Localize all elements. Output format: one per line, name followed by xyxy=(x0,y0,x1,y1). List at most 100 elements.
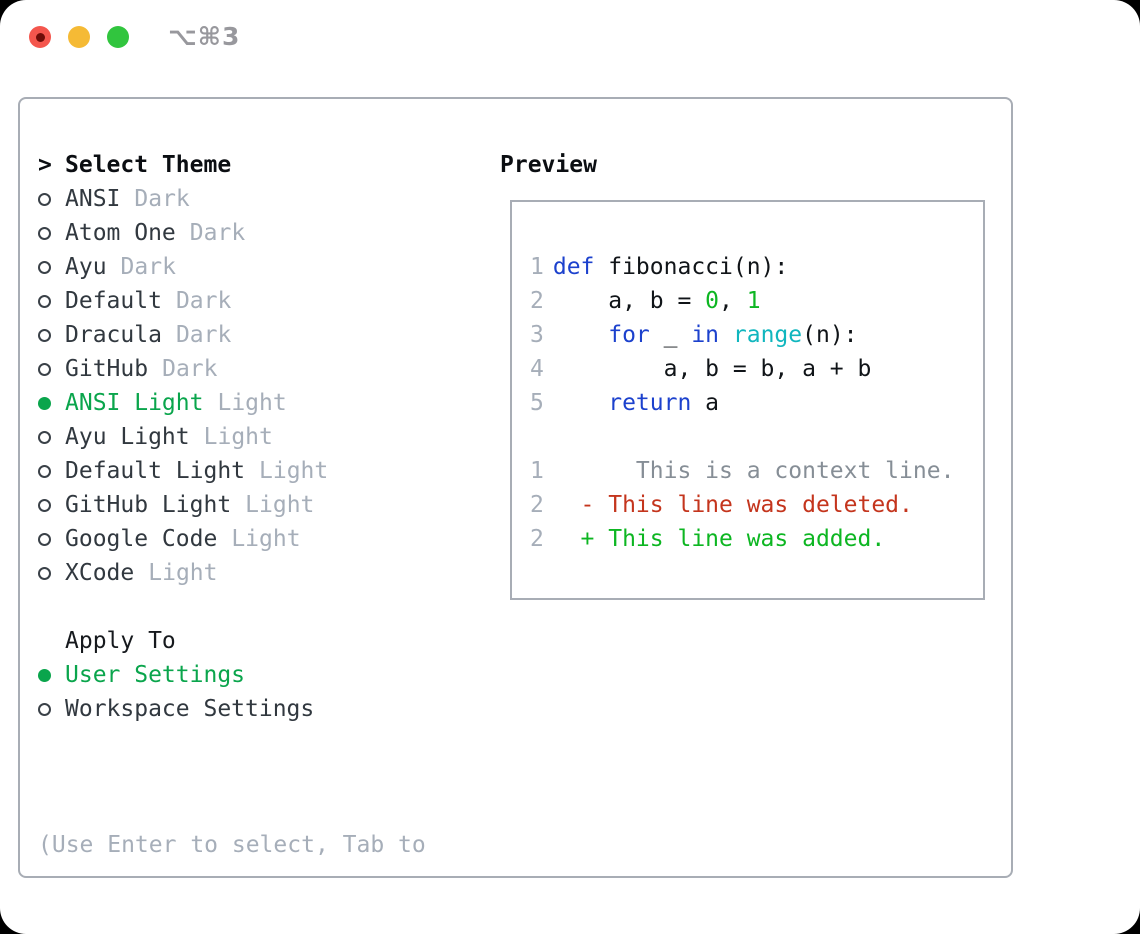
theme-option[interactable]: Default Dark xyxy=(38,284,426,318)
apply-to-header: Apply To xyxy=(38,624,426,658)
preview-title: Preview xyxy=(500,152,597,178)
theme-option-label: Default Light xyxy=(65,458,246,484)
theme-option[interactable]: ANSI Dark xyxy=(38,182,426,216)
code-segment: + This line was added. xyxy=(552,526,886,552)
theme-option[interactable]: Default Light Light xyxy=(38,454,426,488)
code-segment: def xyxy=(552,254,595,280)
theme-variant-tag: Dark xyxy=(175,288,232,314)
code-text: def fibonacci(n): xyxy=(553,250,788,284)
code-segment xyxy=(553,322,608,348)
theme-variant-tag: Dark xyxy=(189,220,246,246)
cursor-marker: > xyxy=(38,152,65,178)
theme-option-label: Ayu Light xyxy=(65,424,190,450)
keyboard-hint: (Use Enter to select, Tab to change focu… xyxy=(38,760,426,934)
theme-option-label: Default xyxy=(65,288,162,314)
apply-option[interactable]: User Settings xyxy=(38,658,426,692)
theme-variant-tag: Dark xyxy=(134,186,190,212)
code-segment: for xyxy=(608,322,650,348)
radio-unselected-icon xyxy=(38,294,65,308)
line-number: 2 xyxy=(530,526,544,552)
theme-option[interactable]: Google Code Light xyxy=(38,522,426,556)
code-text: a, b = b, a + b xyxy=(553,352,872,386)
code-segment: This is a context line. xyxy=(552,458,955,484)
code-line xyxy=(530,420,983,454)
code-text: return a xyxy=(553,386,719,420)
theme-option-label: Dracula xyxy=(65,322,162,348)
code-segment: a xyxy=(691,390,720,416)
code-segment: , xyxy=(719,288,747,314)
line-number: 5 xyxy=(530,390,544,416)
code-segment: (n): xyxy=(802,322,858,348)
window-controls xyxy=(29,26,129,48)
code-segment: fibonacci(n): xyxy=(594,254,789,280)
theme-variant-tag: Light xyxy=(203,424,273,450)
theme-option[interactable]: Dracula Dark xyxy=(38,318,426,352)
code-line: 2 - This line was deleted. xyxy=(530,488,983,522)
radio-unselected-icon xyxy=(38,464,65,478)
minimize-button[interactable] xyxy=(68,26,90,48)
theme-variant-tag: Dark xyxy=(162,356,218,382)
radio-unselected-icon xyxy=(38,226,65,240)
theme-option[interactable]: GitHub Dark xyxy=(38,352,426,386)
theme-option-label: ANSI Light xyxy=(65,390,204,416)
theme-variant-tag: Light xyxy=(259,458,329,484)
radio-unselected-icon xyxy=(38,192,65,206)
theme-variant-tag: Light xyxy=(231,526,301,552)
theme-variant-tag: Light xyxy=(245,492,315,518)
code-text: + This line was added. xyxy=(552,522,886,556)
theme-option[interactable]: Ayu Light Light xyxy=(38,420,426,454)
line-number: 1 xyxy=(530,254,544,280)
code-text: This is a context line. xyxy=(553,454,955,488)
code-text: a, b = 0, 1 xyxy=(552,284,760,318)
apply-to-title: Apply To xyxy=(65,628,176,654)
theme-option-label: ANSI xyxy=(65,186,121,212)
code-line: 1 This is a context line. xyxy=(530,454,983,488)
theme-option[interactable]: GitHub Light Light xyxy=(38,488,426,522)
radio-unselected-icon xyxy=(38,328,65,342)
code-segment: a, b = xyxy=(552,288,706,314)
radio-unselected-icon xyxy=(38,566,65,580)
theme-option-label: Atom One xyxy=(65,220,176,246)
radio-unselected-icon xyxy=(38,362,65,376)
apply-option-label: User Settings xyxy=(65,662,246,688)
theme-variant-tag: Dark xyxy=(120,254,176,280)
close-button[interactable] xyxy=(29,26,51,48)
radio-selected-icon xyxy=(38,668,65,682)
theme-picker-panel xyxy=(18,97,1013,878)
close-dot-icon xyxy=(35,32,45,42)
code-segment: _ xyxy=(649,322,692,348)
line-number: 1 xyxy=(530,458,544,484)
window-title: ⌥⌘3 xyxy=(168,22,241,51)
radio-unselected-icon xyxy=(38,498,65,512)
code-segment: range xyxy=(732,322,803,348)
zoom-button[interactable] xyxy=(107,26,129,48)
code-text: for _ in range(n): xyxy=(553,318,858,352)
theme-variant-tag: Dark xyxy=(175,322,232,348)
code-segment: a, b = b, a + b xyxy=(552,356,872,382)
theme-option-label: GitHub xyxy=(65,356,149,382)
code-segment xyxy=(553,390,608,416)
theme-option[interactable]: Atom One Dark xyxy=(38,216,426,250)
radio-selected-icon xyxy=(38,396,65,410)
radio-unselected-icon xyxy=(38,702,65,716)
theme-option-label: Google Code xyxy=(65,526,218,552)
code-segment: - This line was deleted. xyxy=(552,492,913,518)
hint-line-1: (Use Enter to select, Tab to xyxy=(38,832,426,858)
code-segment: 0 xyxy=(705,288,720,314)
code-line: 1 def fibonacci(n): xyxy=(530,250,983,284)
apply-option[interactable]: Workspace Settings xyxy=(38,692,426,726)
line-number: 2 xyxy=(530,288,544,314)
radio-unselected-icon xyxy=(38,430,65,444)
apply-option-label: Workspace Settings xyxy=(65,696,315,722)
code-segment: in xyxy=(691,322,720,348)
theme-option-label: GitHub Light xyxy=(65,492,232,518)
